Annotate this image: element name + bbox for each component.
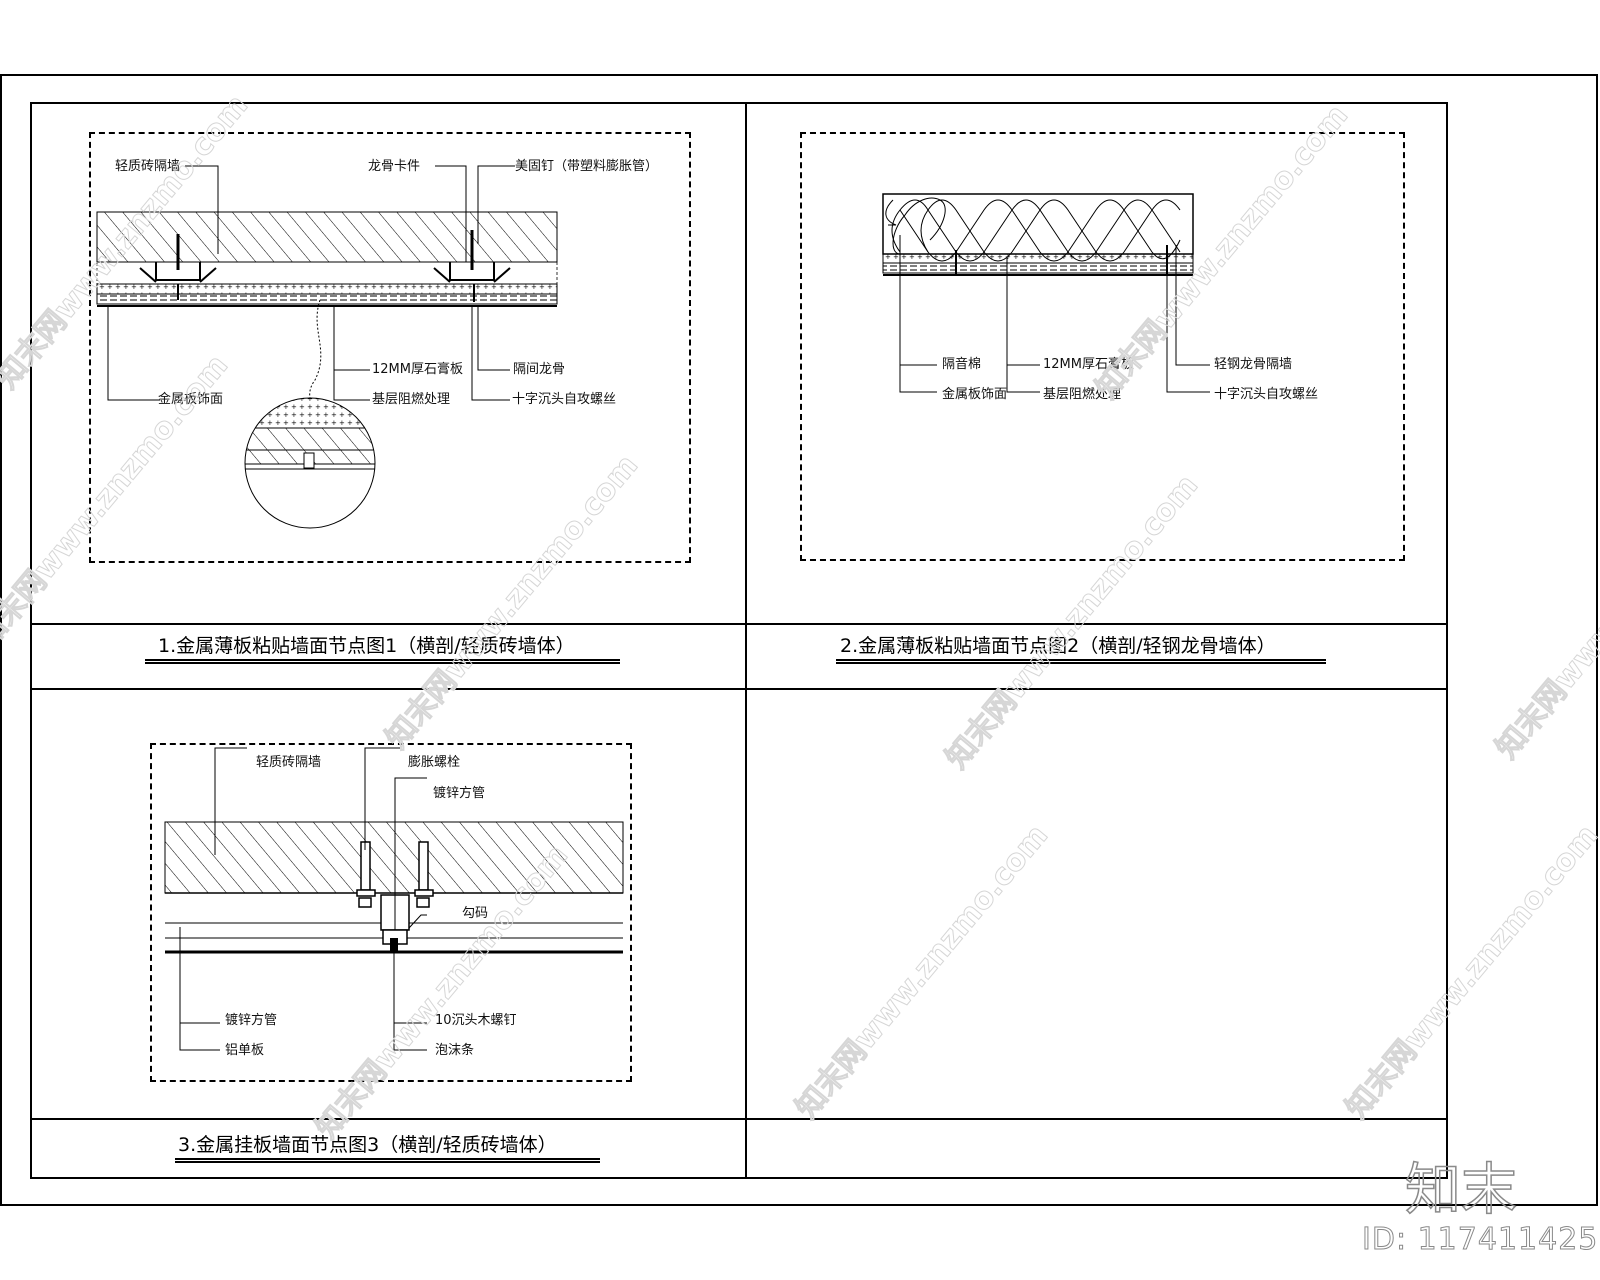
label-screw: 十字沉头自攻螺丝 xyxy=(1214,387,1319,402)
label-fireproof: 基层阻燃处理 xyxy=(1043,387,1122,402)
label-metal-finish: 金属板饰面 xyxy=(158,392,224,407)
inner-frame xyxy=(30,102,1448,1179)
row-divider-3 xyxy=(30,1118,1448,1120)
label-hook: 勾码 xyxy=(462,906,489,921)
row-divider-1 xyxy=(30,623,1448,625)
label-keel: 隔间龙骨 xyxy=(513,362,566,377)
label-wood-screw: 10沉头木螺钉 xyxy=(435,1013,517,1028)
label-screw: 十字沉头自攻螺丝 xyxy=(512,392,617,407)
label-fireproof: 基层阻燃处理 xyxy=(372,392,451,407)
panel-2-title-underline xyxy=(836,659,1326,664)
label-gypsum-board: 12MM厚石膏板 xyxy=(372,362,463,377)
label-anchor-nail: 美固钉（带塑料膨胀管） xyxy=(515,159,659,174)
panel-1-title-underline xyxy=(145,659,620,664)
panel-1-title: 1.金属薄板粘贴墙面节点图1（横剖/轻质砖墙体） xyxy=(158,635,575,657)
panel-1-drawing: + xyxy=(96,165,558,529)
panel-3-drawing xyxy=(164,747,624,1051)
panel-2-drawing xyxy=(882,193,1210,393)
label-expansion-bolt: 膨胀螺栓 xyxy=(408,755,461,770)
outer-frame xyxy=(0,74,1598,1206)
panel-1-detail-border xyxy=(89,132,691,563)
label-galv-tube-top: 镀锌方管 xyxy=(433,786,486,801)
brand-id-text: ID: 1174114255 xyxy=(1361,1222,1600,1258)
label-aluminum-panel: 铝单板 xyxy=(225,1043,265,1058)
label-light-brick-wall: 轻质砖隔墙 xyxy=(115,159,181,174)
panel-2-detail-border xyxy=(800,132,1405,561)
label-steel-keel-wall: 轻钢龙骨隔墙 xyxy=(1214,357,1293,372)
label-metal-finish: 金属板饰面 xyxy=(942,387,1008,402)
panel-3-title: 3.金属挂板墙面节点图3（横剖/轻质砖墙体） xyxy=(178,1134,557,1156)
row-divider-2 xyxy=(30,688,1448,690)
label-insulation: 隔音棉 xyxy=(942,357,982,372)
panel-2-title: 2.金属薄板粘贴墙面节点图2（横剖/轻钢龙骨墙体） xyxy=(840,635,1276,657)
panel-3-title-underline xyxy=(175,1158,600,1163)
column-divider xyxy=(745,102,747,1179)
label-keel-clip: 龙骨卡件 xyxy=(368,159,421,174)
label-gypsum-board: 12MM厚石膏板 xyxy=(1043,357,1134,372)
label-light-brick-wall: 轻质砖隔墙 xyxy=(256,755,322,770)
panel-3-detail-border xyxy=(150,743,632,1082)
label-foam-strip: 泡沫条 xyxy=(435,1043,475,1058)
label-galv-tube: 镀锌方管 xyxy=(225,1013,278,1028)
brand-logo-text: 知末 xyxy=(1404,1157,1518,1224)
